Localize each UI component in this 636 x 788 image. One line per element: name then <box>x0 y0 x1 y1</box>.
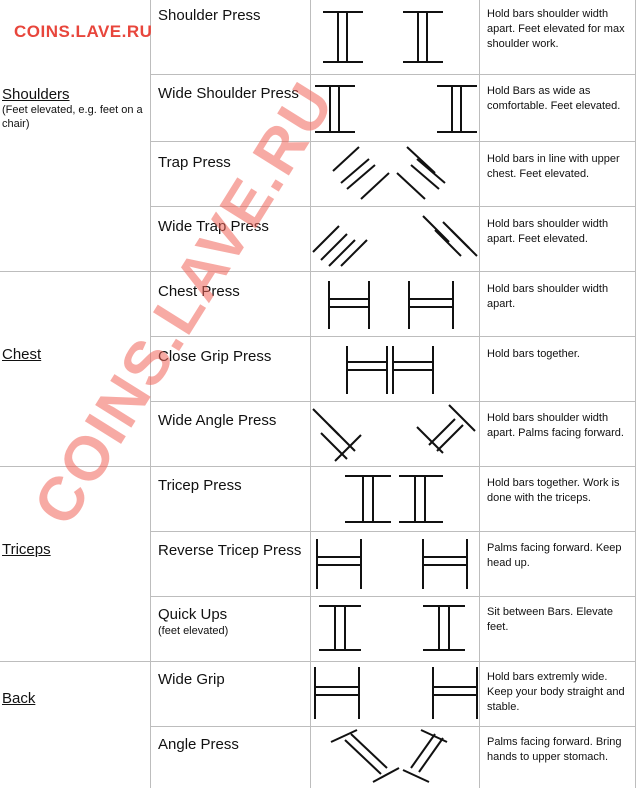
exercise-name: Quick Ups <box>158 606 228 623</box>
exercise-description: Hold bars together. <box>487 348 580 360</box>
row-divider <box>150 74 636 75</box>
bars-angled-wide-icon <box>311 208 479 270</box>
exercise-name: Wide Grip <box>158 671 225 688</box>
bars-horizontal-wide-icon <box>311 663 479 725</box>
row-divider <box>150 141 636 142</box>
group-title: Shoulders <box>2 86 70 103</box>
group-divider <box>0 661 636 662</box>
exercise-name: Trap Press <box>158 154 231 171</box>
exercise-description: Hold bars shoulder width apart. <box>487 283 609 310</box>
exercise-name: Wide Shoulder Press <box>158 85 299 102</box>
row-divider <box>150 726 636 727</box>
group-back: Back <box>2 690 150 707</box>
row-divider <box>150 531 636 532</box>
group-title: Triceps <box>2 541 51 558</box>
exercise-name: Wide Trap Press <box>158 218 269 235</box>
column-divider <box>479 0 480 788</box>
group-shoulders: Shoulders (Feet elevated, e.g. feet on a… <box>2 86 150 131</box>
exercise-description: Hold bars in line with upper chest. Feet… <box>487 153 620 180</box>
exercise-description: Hold Bars as wide as comfortable. Feet e… <box>487 85 621 112</box>
exercise-name: Close Grip Press <box>158 348 272 365</box>
bars-together-icon <box>311 338 479 400</box>
exercise-name: Wide Angle Press <box>158 412 277 429</box>
exercise-name: Chest Press <box>158 283 240 300</box>
exercise-cell-quick-ups: Quick Ups (feet elevated) <box>158 605 308 638</box>
exercise-name: Tricep Press <box>158 477 242 494</box>
bars-angled-v-icon <box>311 728 479 786</box>
parallel-bars-wide-icon <box>311 78 479 140</box>
group-title: Back <box>2 690 36 707</box>
parallel-bars-upright-icon <box>311 598 479 660</box>
exercise-description: Palms facing forward. Bring hands to upp… <box>487 736 622 763</box>
exercise-name: Reverse Tricep Press <box>158 542 302 559</box>
group-note: (Feet elevated, e.g. feet on a chair) <box>2 104 143 130</box>
group-triceps: Triceps <box>2 541 150 558</box>
bars-angled-in-icon <box>311 143 479 205</box>
bars-upright-close-icon <box>311 468 479 530</box>
exercise-description: Hold bars extremly wide. Keep your body … <box>487 671 625 713</box>
bars-horizontal-wide-icon <box>311 533 479 595</box>
exercise-description: Hold bars shoulder width apart. Feet ele… <box>487 218 609 245</box>
watermark-logo: COINS.LAVE.RU <box>14 22 153 41</box>
row-divider <box>150 596 636 597</box>
column-divider <box>150 0 151 788</box>
row-divider <box>150 401 636 402</box>
exercise-description: Hold bars together. Work is done with th… <box>487 477 620 504</box>
group-title: Chest <box>2 346 42 363</box>
group-divider <box>0 466 636 467</box>
parallel-bars-upright-icon <box>311 4 479 70</box>
exercise-name: Angle Press <box>158 736 239 753</box>
row-divider <box>150 206 636 207</box>
bars-angled-out-icon <box>311 403 479 465</box>
exercise-description: Hold bars shoulder width apart. Feet ele… <box>487 8 625 50</box>
row-divider <box>150 336 636 337</box>
bars-horizontal-icon <box>311 273 479 335</box>
exercise-note: (feet elevated) <box>158 625 229 637</box>
exercise-description: Sit between Bars. Elevate feet. <box>487 606 613 633</box>
exercise-name: Shoulder Press <box>158 7 261 24</box>
group-chest: Chest <box>2 346 150 363</box>
column-divider <box>310 0 311 788</box>
group-divider <box>0 271 636 272</box>
exercise-description: Hold bars shoulder width apart. Palms fa… <box>487 412 624 439</box>
exercise-description: Palms facing forward. Keep head up. <box>487 542 622 569</box>
